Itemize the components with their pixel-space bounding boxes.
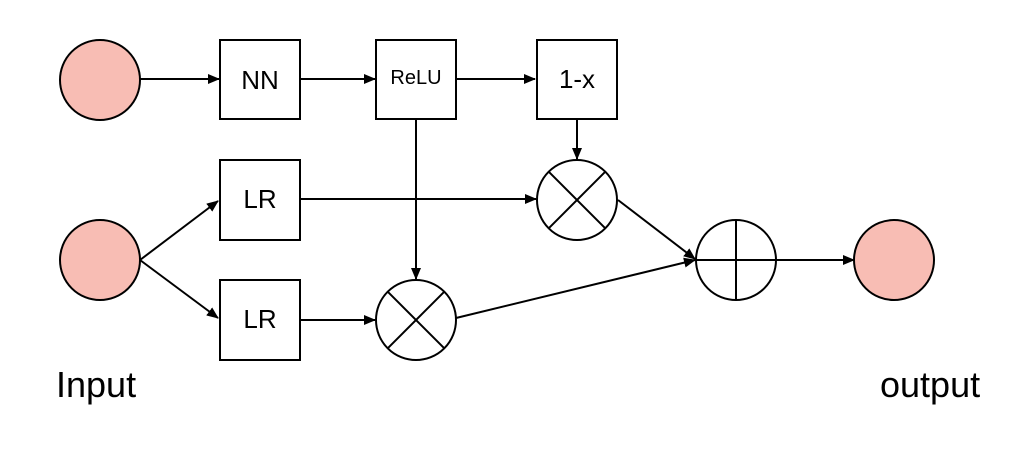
relu-box: ReLU — [375, 39, 457, 120]
edge-input-bottom-to-lr-bottom — [139, 259, 219, 319]
multiply-operator-bottom — [375, 279, 457, 361]
one-minus-x-box: 1-x — [536, 39, 618, 120]
add-operator — [695, 219, 777, 301]
edge-multiply-top-to-add — [617, 199, 696, 260]
lr-box-top: LR — [219, 159, 301, 241]
edge-input-bottom-to-lr-top — [139, 200, 219, 261]
multiply-operator-top — [536, 159, 618, 241]
lr-bottom-label: LR — [243, 304, 276, 334]
output-label: output — [880, 364, 980, 405]
one-minus-x-label: 1-x — [559, 64, 595, 94]
nn-label: NN — [241, 65, 279, 95]
input-node-bottom — [59, 219, 141, 301]
output-node — [853, 219, 935, 301]
input-node-top — [59, 39, 141, 121]
lr-box-bottom: LR — [219, 279, 301, 361]
input-label: Input — [56, 364, 136, 405]
nn-box: NN — [219, 39, 301, 120]
relu-label: ReLU — [390, 67, 441, 89]
edge-multiply-bottom-to-add — [455, 257, 696, 319]
lr-top-label: LR — [243, 184, 276, 214]
